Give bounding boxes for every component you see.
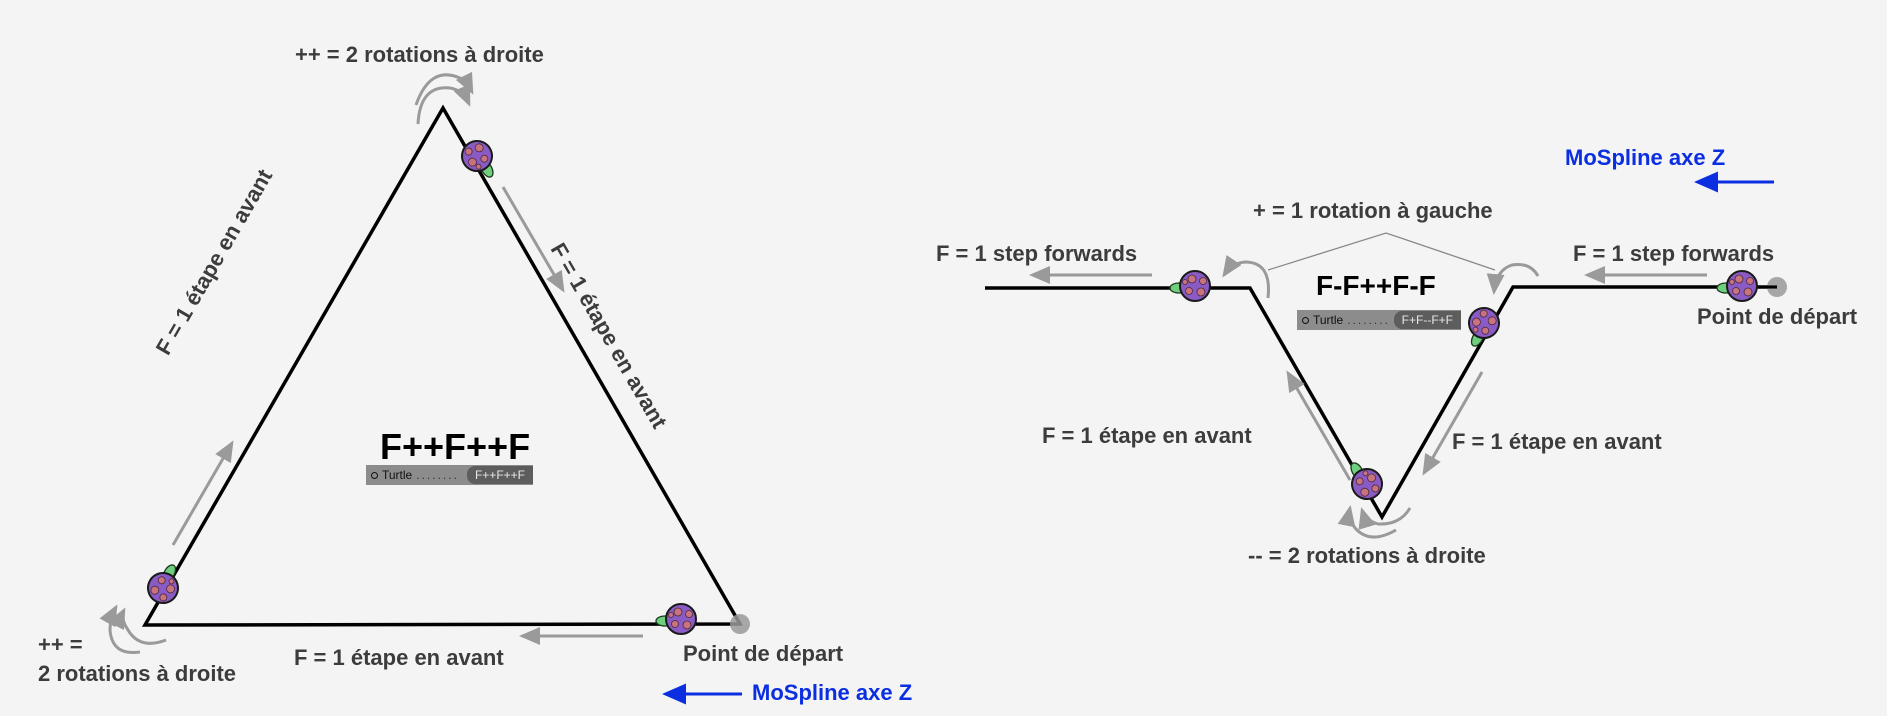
radio-icon [1302,316,1309,324]
radio-icon [371,471,378,479]
rotation-arrow [1222,255,1271,299]
bottom-step-label: F = 1 étape en avant [294,645,504,670]
triangle-path [141,104,744,627]
direction-arrow [501,186,565,293]
rotation-arrow [1337,505,1397,539]
rotation-left-label: + = 1 rotation à gauche [1253,198,1493,223]
koch-path [985,285,1777,521]
corner-rotation-label-line2: 2 rotations à droite [38,661,237,686]
turtle-field-value[interactable]: F+F--F+F [1393,311,1461,329]
start-point-marker [730,614,750,634]
down-step-label: F = 1 étape en avant [1042,423,1252,448]
axis-label: MoSpline axe Z [752,680,913,705]
left-step-label: F = 1 step forwards [936,241,1138,266]
rotation-arrow [107,607,167,645]
direction-arrow [1422,371,1484,476]
turtle-field-dots: ........ [1347,313,1390,327]
formula-title: F++F++F [380,426,531,467]
start-point-label: Point de départ [683,641,844,666]
turtle-icon [141,557,190,610]
direction-arrow [1286,370,1352,481]
rotation-arrow [416,83,471,125]
formula-title: F-F++F-F [1316,270,1436,301]
turtle-icon [1169,270,1211,302]
right-step-label: F = 1 step forwards [1573,241,1775,266]
bottom-rotation-label: -- = 2 rotations à droite [1248,543,1486,568]
turtle-field[interactable]: Turtle ........ F+F--F+F [1297,310,1461,330]
turtle-field[interactable]: Turtle ........ F++F++F [366,465,533,485]
rotation-arrow [99,604,141,655]
start-point-label: Point de départ [1697,304,1858,329]
rotation-arrow [1486,263,1540,295]
turtle-field-name: Turtle [1313,313,1344,327]
turtle-field-name: Turtle [382,468,413,482]
turtle-field-dots: ........ [416,468,459,482]
up-step-label: F = 1 étape en avant [1452,429,1662,454]
top-rotation-label: ++ = 2 rotations à droite [295,42,544,67]
turtle-field-value[interactable]: F++F++F [466,466,533,484]
callout-lines [1267,232,1496,271]
rotation-arrow [414,71,474,106]
turtle-icon [655,603,697,635]
axis-label: MoSpline axe Z [1565,145,1726,170]
turtle-icon [1716,270,1758,302]
direction-arrow [171,440,234,546]
rotation-arrow [1358,507,1412,530]
corner-rotation-label-line1: ++ = [38,632,83,657]
